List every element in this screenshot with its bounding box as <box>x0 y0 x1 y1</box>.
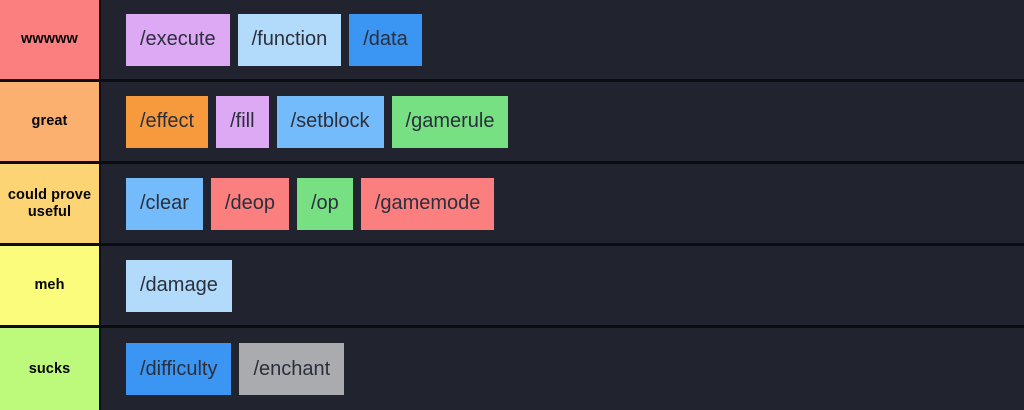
tier-row-items: /execute/function/data <box>101 0 1024 79</box>
tier-row: great/effect/fill/setblock/gamerule <box>0 82 1024 164</box>
tier-item-tile[interactable]: /function <box>237 13 342 66</box>
tier-item-tile[interactable]: /enchant <box>239 343 345 395</box>
tier-label[interactable]: wwwww <box>0 0 101 79</box>
tier-item-tile[interactable]: /gamerule <box>391 95 509 148</box>
tier-item-tile[interactable]: /clear <box>126 177 203 230</box>
tier-item-tile[interactable]: /difficulty <box>126 343 232 395</box>
tier-row-items: /effect/fill/setblock/gamerule <box>101 82 1024 161</box>
tier-row: could prove useful/clear/deop/op/gamemod… <box>0 164 1024 246</box>
tier-item-tile[interactable]: /fill <box>216 95 269 148</box>
tier-label[interactable]: sucks <box>0 328 101 410</box>
tier-label[interactable]: great <box>0 82 101 161</box>
tier-item-tile[interactable]: /damage <box>126 259 232 312</box>
tier-item-tile[interactable]: /gamemode <box>360 177 495 230</box>
tier-label[interactable]: could prove useful <box>0 164 101 243</box>
tier-row: sucks/difficulty/enchant <box>0 328 1024 410</box>
tier-item-tile[interactable]: /execute <box>126 13 230 66</box>
tier-item-tile[interactable]: /setblock <box>276 95 384 148</box>
tier-item-tile[interactable]: /effect <box>126 95 209 148</box>
tier-row: wwwww/execute/function/data <box>0 0 1024 82</box>
tier-row-items: /clear/deop/op/gamemode <box>101 164 1024 243</box>
tier-item-tile[interactable]: /deop <box>210 177 289 230</box>
tier-label[interactable]: meh <box>0 246 101 325</box>
tier-row-items: /damage <box>101 246 1024 325</box>
tier-item-tile[interactable]: /op <box>296 177 353 230</box>
tier-row-items: /difficulty/enchant <box>101 328 1024 410</box>
tier-item-tile[interactable]: /data <box>349 13 422 66</box>
tier-row: meh/damage <box>0 246 1024 328</box>
